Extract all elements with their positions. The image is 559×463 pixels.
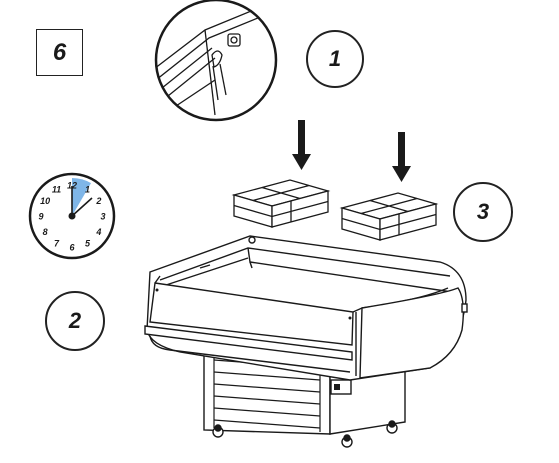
clock-numeral: 12 xyxy=(67,181,77,191)
clock-numeral: 11 xyxy=(52,185,61,195)
clock-numeral: 7 xyxy=(54,238,60,248)
clock-hands xyxy=(71,186,93,217)
clock-numeral: 10 xyxy=(40,196,50,206)
step-number-box: 6 xyxy=(36,29,83,76)
connector-detail-view xyxy=(154,0,278,122)
clock-numeral: 1 xyxy=(85,185,90,195)
clock-numeral: 9 xyxy=(38,212,43,222)
callout-1: 1 xyxy=(306,30,364,88)
clock-numeral: 5 xyxy=(85,238,91,248)
clock-highlight-wedge xyxy=(72,178,91,216)
arrow-down-left xyxy=(292,120,311,170)
clock-numeral: 4 xyxy=(95,227,101,237)
display-counter xyxy=(144,235,468,448)
clock-numeral: 6 xyxy=(69,243,75,253)
callout-2-label: 2 xyxy=(68,308,82,333)
callout-1-label: 1 xyxy=(328,46,342,71)
clock-numeral: 8 xyxy=(43,227,48,237)
product-box-right xyxy=(339,192,439,241)
arrow-down-right xyxy=(392,132,411,182)
callout-3-label: 3 xyxy=(476,199,490,224)
step-number: 6 xyxy=(52,38,67,66)
clock-numeral: 3 xyxy=(100,212,105,222)
callout-2: 2 xyxy=(45,291,105,351)
clock-hub xyxy=(68,212,76,220)
product-box-left xyxy=(231,179,331,228)
clock-numeral: 2 xyxy=(95,196,101,206)
callout-3: 3 xyxy=(453,182,513,242)
